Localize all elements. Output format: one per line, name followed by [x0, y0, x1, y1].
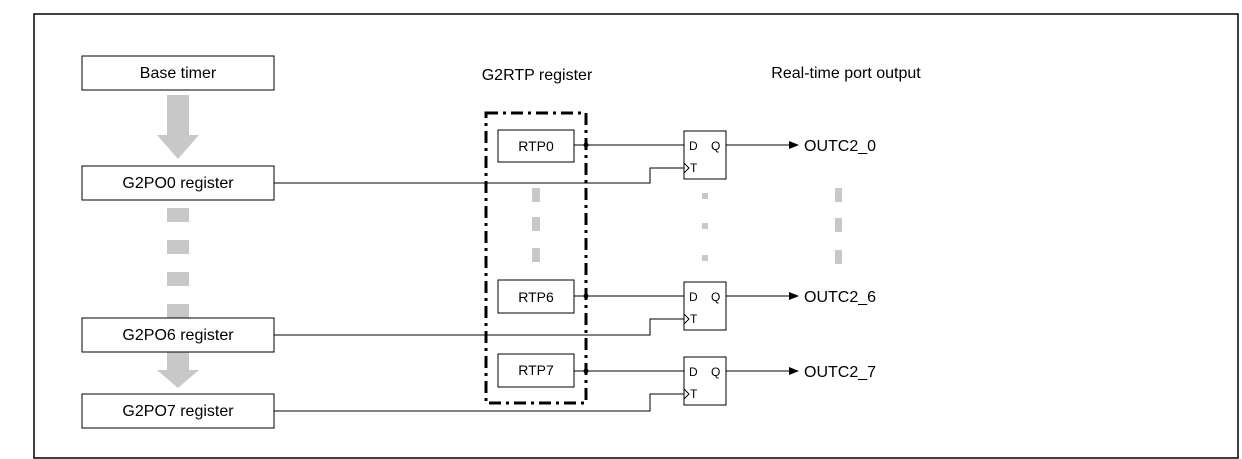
flow-arrow-head-top: [157, 135, 199, 159]
g2po6-register-box: G2PO6 register: [81, 317, 275, 353]
g2po7-to-t-wire: [274, 393, 684, 412]
rtp-ellipsis-3: [532, 248, 540, 262]
ff-ellipsis-3: [702, 255, 708, 261]
timing-flow: [157, 95, 199, 388]
g2po0-register-label: G2PO0 register: [122, 175, 234, 192]
flow-arrow-head-bottom: [157, 370, 199, 388]
rtp7-label: RTP7: [518, 362, 554, 378]
rtp6-box: RTP6: [497, 279, 575, 314]
ff7-q-label: Q: [711, 365, 720, 379]
realtime-port-output-heading: Real-time port output: [771, 65, 921, 82]
g2po0-register-box: G2PO0 register: [81, 165, 275, 201]
ff6-q-label: Q: [711, 290, 720, 304]
flow-dash-2: [167, 240, 189, 254]
ff-ellipsis-1: [702, 193, 708, 199]
g2rtp-register-heading: G2RTP register: [482, 67, 593, 84]
outc2-7-label: OUTC2_7: [804, 364, 876, 381]
g2po7-register-label: G2PO7 register: [122, 403, 234, 420]
outc2-0-label: OUTC2_0: [804, 138, 876, 155]
flow-arrow-shaft-bottom: [167, 352, 189, 370]
base-timer-box: Base timer: [81, 55, 275, 91]
out-ellipsis-1: [835, 188, 842, 202]
rtp6-label: RTP6: [518, 289, 554, 305]
flow-dash-1: [167, 208, 189, 222]
flip-flop-0: D Q T: [683, 130, 727, 180]
ff7-d-label: D: [689, 365, 698, 379]
flow-arrow-shaft-top: [167, 95, 189, 135]
out-ellipsis-2: [835, 218, 842, 232]
rtp0-box: RTP0: [497, 129, 575, 163]
g2po0-to-t-wire: [274, 167, 684, 184]
ff0-t-label: T: [690, 161, 698, 175]
rtp-ellipsis-1: [532, 188, 540, 202]
data-wires: [574, 142, 684, 374]
ff0-d-label: D: [689, 139, 698, 153]
flip-flop-7: D Q T: [683, 356, 727, 406]
outc2-6-label: OUTC2_6: [804, 289, 876, 306]
outer-frame: [33, 13, 1239, 459]
g2po6-register-label: G2PO6 register: [122, 327, 234, 344]
output-arrows: [726, 141, 799, 375]
flip-flop-6: D Q T: [683, 281, 727, 331]
ff6-t-label: T: [690, 312, 698, 326]
flow-dash-4: [167, 304, 189, 318]
clock-wires: [274, 167, 684, 412]
rtp-ellipsis-2: [532, 217, 540, 231]
g2po6-to-t-wire: [274, 318, 684, 336]
ff-ellipsis-2: [702, 223, 708, 229]
base-timer-label: Base timer: [140, 65, 217, 82]
rtp7-box: RTP7: [497, 353, 575, 388]
ff0-q-label: Q: [711, 139, 720, 153]
ff7-t-label: T: [690, 387, 698, 401]
g2po7-register-box: G2PO7 register: [81, 393, 275, 429]
ff6-d-label: D: [689, 290, 698, 304]
g2rtp-register-group: [484, 111, 588, 405]
rtp0-label: RTP0: [518, 138, 554, 154]
out-ellipsis-3: [835, 250, 842, 264]
ellipsis-marks: [532, 188, 842, 264]
flow-dash-3: [167, 272, 189, 286]
